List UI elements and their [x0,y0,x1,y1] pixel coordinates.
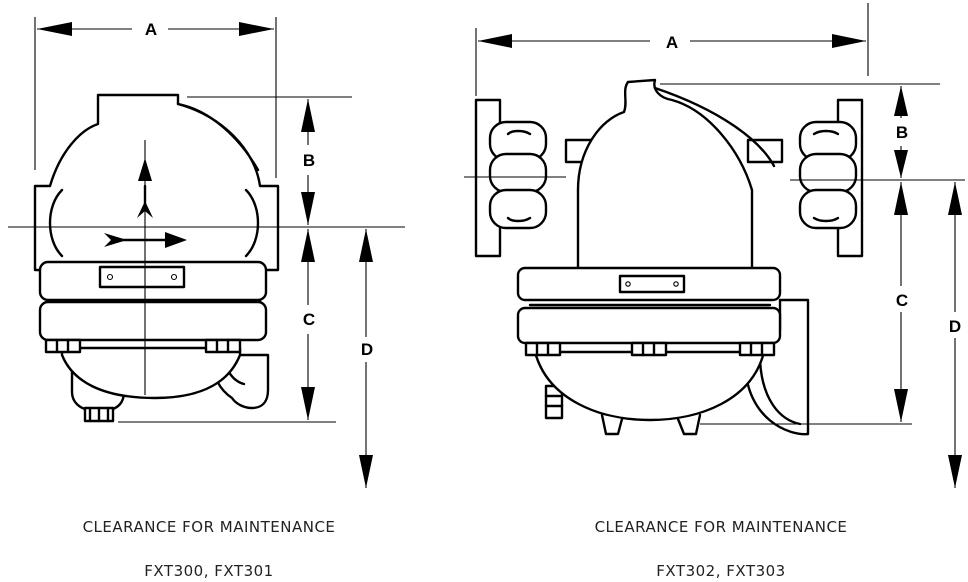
cover-bolts [524,341,776,357]
caption-title-left: CLEARANCE FOR MAINTENANCE [82,518,336,536]
dimension-label-c: C [896,291,908,310]
trap-dome-body [576,78,754,274]
dimension-c-left: C [118,229,336,423]
dimension-a-right: A [475,3,869,96]
trap-bowl [533,350,766,422]
dimension-d-left: D [359,229,373,488]
caption-title-right: CLEARANCE FOR MAINTENANCE [594,518,848,536]
figure-fxt300-fxt301: A [8,17,405,488]
nameplate [98,265,186,289]
dimension-label-a: A [145,20,157,39]
dimension-b-right: B [660,83,940,178]
dimension-label-c: C [303,310,315,329]
nameplate [618,274,686,294]
dimension-label-d: D [361,340,373,359]
cover-bolts [44,338,242,354]
dimension-c-right: C [700,182,912,425]
inlet-flange [474,98,548,258]
dimension-label-a: A [666,33,678,52]
cover-band-lower [516,306,782,345]
figure-fxt302-fxt303: A [464,3,965,488]
dimension-a-left: A [34,17,277,178]
dimension-label-b: B [303,151,315,170]
trap-upper-body [33,93,280,272]
caption-models-right: FXT302, FXT303 [656,562,786,580]
dimension-b-left: B [187,96,352,225]
dimension-label-d: D [949,317,961,336]
outlet-flange [798,98,864,258]
dimension-d-right: D [948,182,962,488]
trap-bowl [60,346,242,400]
cover-band-lower [38,300,268,342]
caption-models-left: FXT300, FXT301 [144,562,274,580]
dimension-label-b: B [896,123,908,142]
